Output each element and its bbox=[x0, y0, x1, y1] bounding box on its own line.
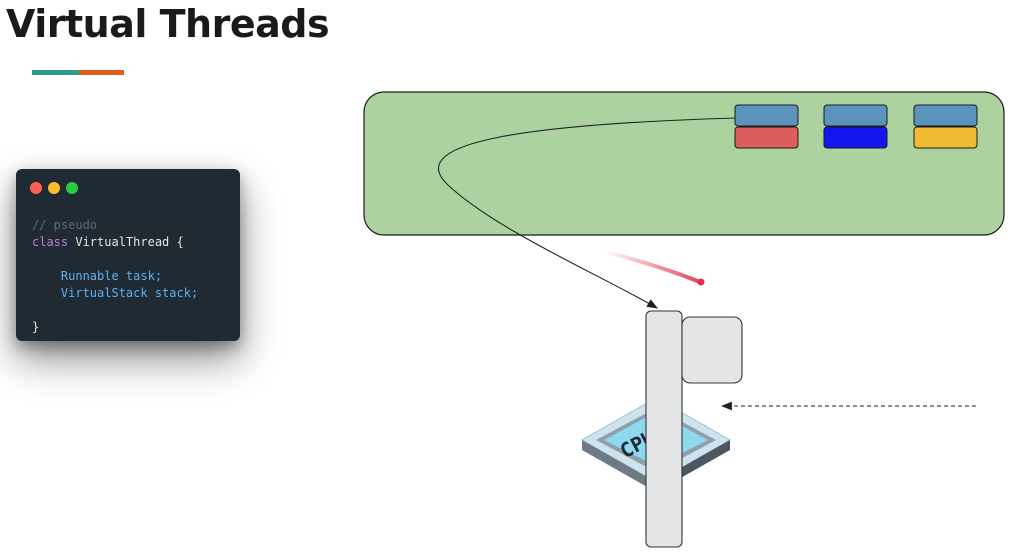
virtual-thread-task-block bbox=[913, 104, 978, 127]
slide-title: Virtual Threads bbox=[6, 2, 330, 46]
code-window: // pseudo class VirtualThread { Runnable … bbox=[16, 169, 240, 341]
code-line: // pseudo bbox=[32, 217, 198, 234]
carrier-thread bbox=[645, 310, 683, 548]
code-token: VirtualThread { bbox=[68, 235, 184, 249]
code-line: } bbox=[32, 319, 198, 336]
code-line: VirtualStack stack; bbox=[32, 285, 198, 302]
virtual-thread-task-block bbox=[823, 104, 888, 127]
pointer-dot bbox=[697, 278, 705, 286]
window-maximize-dot bbox=[66, 182, 78, 194]
pointer-trail bbox=[604, 250, 702, 284]
code-token: Runnable task; bbox=[60, 269, 163, 283]
carrier-stack-frame bbox=[681, 316, 743, 384]
heap-region bbox=[363, 91, 1005, 236]
window-minimize-dot bbox=[48, 182, 60, 194]
mount-arrow bbox=[438, 117, 736, 309]
code-token: // pseudo bbox=[32, 218, 98, 232]
code-block: // pseudo class VirtualThread { Runnable … bbox=[32, 217, 198, 336]
code-line: class VirtualThread { bbox=[32, 234, 198, 251]
virtual-thread-stack-block bbox=[823, 126, 888, 149]
window-close-dot bbox=[30, 182, 42, 194]
virtual-thread-2 bbox=[823, 104, 888, 149]
virtual-thread-1 bbox=[734, 104, 799, 149]
code-token: class bbox=[32, 235, 69, 249]
virtual-thread-task-block bbox=[734, 104, 799, 127]
virtual-threads-group bbox=[734, 104, 978, 149]
virtual-thread-stack-block bbox=[913, 126, 978, 149]
code-token: VirtualStack stack; bbox=[60, 286, 199, 300]
virtual-thread-stack-block bbox=[734, 126, 799, 149]
underline-orange-segment bbox=[79, 70, 124, 75]
title-underline bbox=[32, 70, 124, 75]
code-token: } bbox=[32, 320, 40, 334]
code-line: Runnable task; bbox=[32, 268, 198, 285]
underline-teal-segment bbox=[32, 70, 79, 75]
virtual-thread-3 bbox=[913, 104, 978, 149]
